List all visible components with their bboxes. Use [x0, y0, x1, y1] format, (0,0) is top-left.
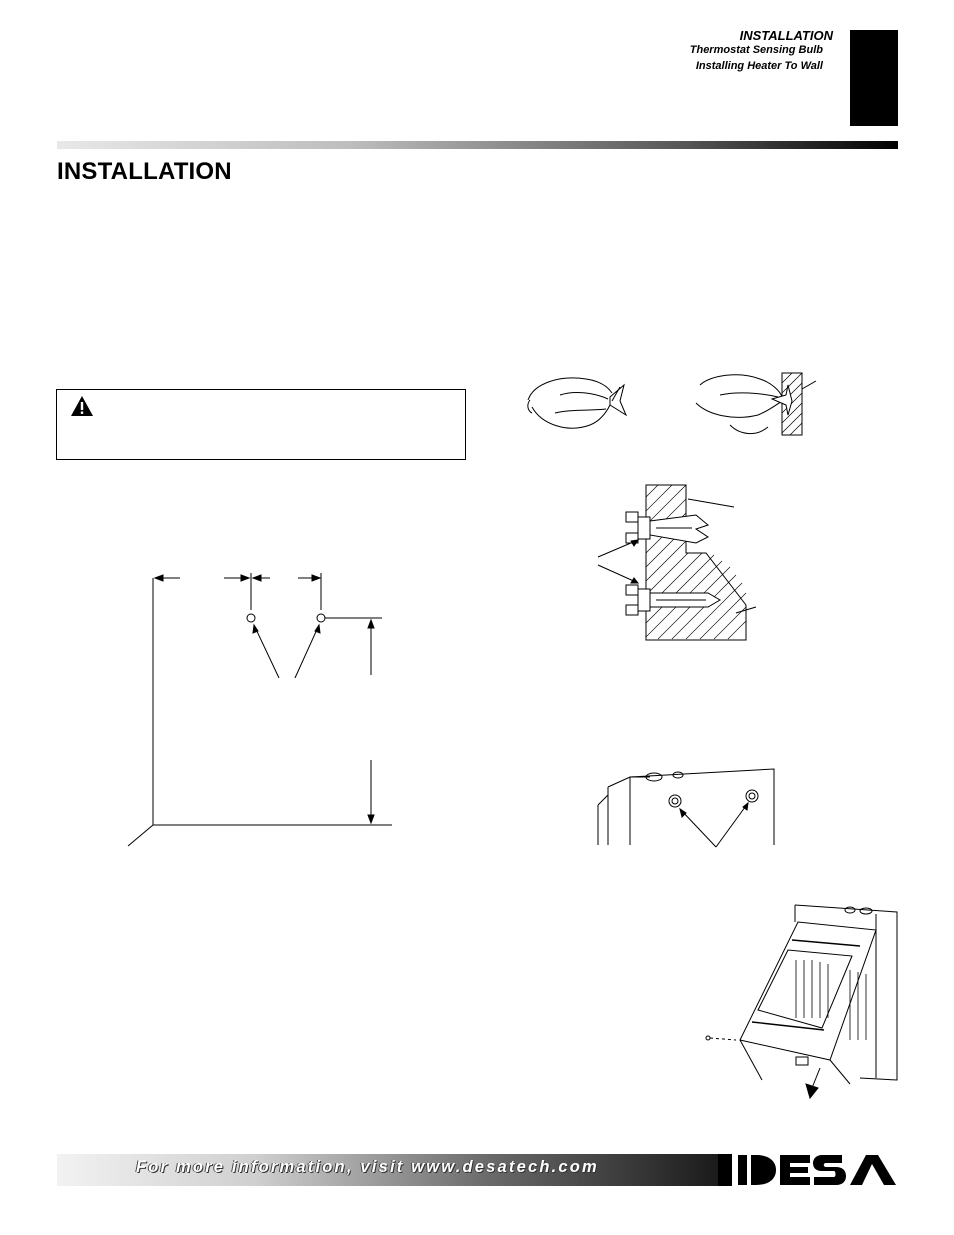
footer-bar	[57, 1154, 721, 1186]
section-tab	[850, 30, 898, 126]
header-section-title: INSTALLATION	[739, 28, 833, 43]
page-title: INSTALLATION	[57, 158, 232, 185]
header-topic-2: Installing Heater To Wall	[695, 60, 823, 72]
heater-front-figure	[705, 904, 898, 1100]
heater-top-holes-figure	[597, 768, 775, 848]
footer-divider	[718, 1154, 732, 1186]
desa-logo	[738, 1155, 896, 1185]
mounting-dimension-figure	[127, 573, 392, 847]
warning-box	[56, 389, 466, 460]
warning-icon	[71, 396, 93, 416]
anchor-insert-figure	[527, 372, 817, 436]
header-rule	[57, 141, 898, 149]
header-topic-1: Thermostat Sensing Bulb	[689, 44, 823, 56]
footer-link-text[interactable]: For more information, visit www.desatech…	[136, 1158, 599, 1176]
anchor-wall-figure	[597, 484, 757, 641]
